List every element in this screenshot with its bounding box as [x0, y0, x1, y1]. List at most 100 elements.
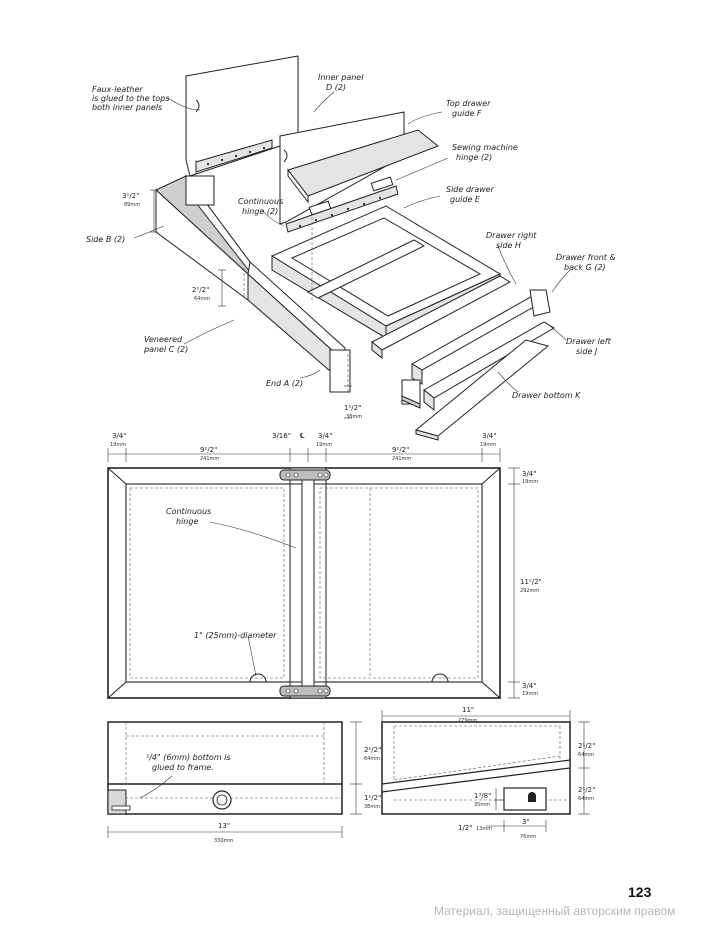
svg-text:hinge: hinge: [176, 517, 198, 526]
plan-right-dim-1: 3/4": [522, 470, 537, 478]
front-note-2: glued to frame.: [152, 763, 214, 772]
label-cont-hinge-2: hinge (2): [242, 207, 278, 216]
label-side-b: Side B (2): [86, 235, 125, 244]
plan-label-diameter: 1" (25mm)-diameter: [194, 631, 277, 640]
page-number: 123: [628, 884, 652, 900]
side-width-mm: 279mm: [458, 718, 477, 724]
svg-text:is glued to the tops: is glued to the tops: [92, 94, 169, 103]
svg-text:Inner panel: Inner panel: [318, 73, 364, 82]
dim-2-5-mm: 64mm: [194, 296, 210, 302]
svg-text:glued to frame.: glued to frame.: [152, 763, 214, 772]
plan-dim-5-mm: 241mm: [392, 456, 411, 462]
side-dim-three-mm: 76mm: [520, 834, 536, 840]
label-drawer-right-1: Drawer right: [486, 231, 537, 240]
svg-text:panel C (2): panel C (2): [143, 345, 188, 354]
plan-view: 3/4" 19mm 9¹/2" 241mm 3/16" ℄ 3/4" 19mm …: [107, 432, 542, 699]
svg-text:38mm: 38mm: [346, 414, 362, 420]
svg-text:both inner panels: both inner panels: [92, 103, 162, 112]
plan-right-dim-2-mm: 292mm: [520, 588, 539, 594]
label-inner-panel-1: Inner panel: [318, 73, 364, 82]
plan-label-hinge-2: hinge: [176, 517, 198, 526]
front-dim-bot-mm: 38mm: [364, 804, 380, 810]
svg-text:side J: side J: [576, 347, 598, 356]
sewing-machine-hinges: [308, 176, 394, 216]
svg-text:64mm: 64mm: [194, 296, 210, 302]
label-top-guide-1: Top drawer: [446, 99, 491, 108]
plan-hinge-bottom: [279, 685, 331, 697]
label-drawer-left-2: side J: [576, 347, 598, 356]
plan-finger-hole-left: [249, 673, 267, 683]
plan-right-dim-3-mm: 19mm: [522, 691, 538, 697]
side-width: 11": [462, 706, 474, 714]
label-sewing-hinge-1: Sewing machine: [452, 143, 518, 152]
label-side-guide-2: guide E: [450, 195, 481, 204]
front-elevation: 2¹/2" 64mm 1¹/2" 38mm 13" 330mm ¹/4" (6m…: [107, 721, 381, 844]
plan-dim-6-mm: 19mm: [480, 442, 496, 448]
hinge-screws-left: [206, 146, 266, 166]
svg-text:guide F: guide F: [452, 109, 482, 118]
label-side-guide-1: Side drawer: [446, 185, 495, 194]
label-cont-hinge-1: Continuous: [238, 197, 283, 206]
svg-text:Drawer front &: Drawer front &: [556, 253, 616, 262]
svg-text:hinge (2): hinge (2): [242, 207, 278, 216]
svg-text:89mm: 89mm: [124, 202, 140, 208]
svg-text:Faux-leather: Faux-leather: [92, 85, 143, 94]
svg-text:Top drawer: Top drawer: [446, 99, 491, 108]
svg-text:side H: side H: [496, 241, 521, 250]
watermark: Материал, защищенный авторским правом: [434, 904, 676, 918]
label-top-guide-2: guide F: [452, 109, 482, 118]
label-drawer-left-1: Drawer left: [566, 337, 612, 346]
end-a-lower: [329, 349, 351, 393]
front-dim-top-mm: 64mm: [364, 756, 380, 762]
svg-text:D (2): D (2): [326, 83, 346, 92]
side-elevation: 11" 279mm 2¹/2" 64mm 2¹/2" 64mm 1³/8" 35…: [381, 706, 595, 840]
plan-right-dim-2: 11¹/2": [520, 578, 542, 586]
label-faux-leather-2: is glued to the tops: [92, 94, 169, 103]
plan-right-dim-3: 3/4": [522, 682, 537, 690]
plan-hinge-top: [279, 469, 331, 481]
plan-dim-3: 3/16": [272, 432, 291, 440]
label-inner-panel-2: D (2): [326, 83, 346, 92]
svg-text:Drawer left: Drawer left: [566, 337, 612, 346]
svg-text:Continuous: Continuous: [166, 507, 211, 516]
plan-finger-hole-right: [431, 673, 449, 683]
label-veneered-2: panel C (2): [143, 345, 188, 354]
drawer-rail-upper: [306, 239, 426, 299]
svg-text:back G (2): back G (2): [564, 263, 606, 272]
label-drawer-front-2: back G (2): [564, 263, 606, 272]
dim-1-5-mm: 38mm: [346, 414, 362, 420]
plan-dim-2-mm: 241mm: [200, 456, 219, 462]
side-dim-top-mm: 64mm: [578, 752, 594, 758]
label-end-a: End A (2): [266, 379, 303, 388]
svg-text:Drawer right: Drawer right: [486, 231, 537, 240]
side-dim-half: 1/2": [458, 824, 473, 832]
dim-2-5-in: 2¹/2": [192, 286, 209, 294]
label-drawer-front-1: Drawer front &: [556, 253, 616, 262]
dim-3-5-in: 3¹/2": [122, 192, 139, 200]
svg-text:hinge (2): hinge (2): [456, 153, 492, 162]
plan-dim-2: 9¹/2": [200, 446, 217, 454]
front-width: 13": [218, 822, 230, 830]
plan-dim-5: 9¹/2": [392, 446, 409, 454]
front-dim-top: 2¹/2": [364, 746, 381, 754]
side-dim-top: 2¹/2": [578, 742, 595, 750]
svg-text:Continuous: Continuous: [238, 197, 283, 206]
svg-text:1¹/2": 1¹/2": [344, 404, 361, 412]
front-width-mm: 330mm: [214, 838, 233, 844]
drawer-front-back-g: [529, 289, 551, 317]
side-dim-three: 3": [522, 818, 530, 826]
svg-text:2¹/2": 2¹/2": [192, 286, 209, 294]
plan-dim-6: 3/4": [482, 432, 497, 440]
end-a-upper: [185, 175, 215, 206]
side-dim-mid-mm: 35mm: [474, 802, 490, 808]
plan-dim-centerline: ℄: [300, 432, 305, 440]
plan-label-hinge-1: Continuous: [166, 507, 211, 516]
plan-dim-1: 3/4": [112, 432, 127, 440]
continuous-hinge-upper: [195, 139, 273, 173]
side-dim-mid: 1³/8": [474, 792, 491, 800]
plan-dim-4: 3/4": [318, 432, 333, 440]
front-note-1: ¹/4" (6mm) bottom is: [146, 753, 231, 762]
label-sewing-hinge-2: hinge (2): [456, 153, 492, 162]
dim-3-5-mm: 89mm: [124, 202, 140, 208]
